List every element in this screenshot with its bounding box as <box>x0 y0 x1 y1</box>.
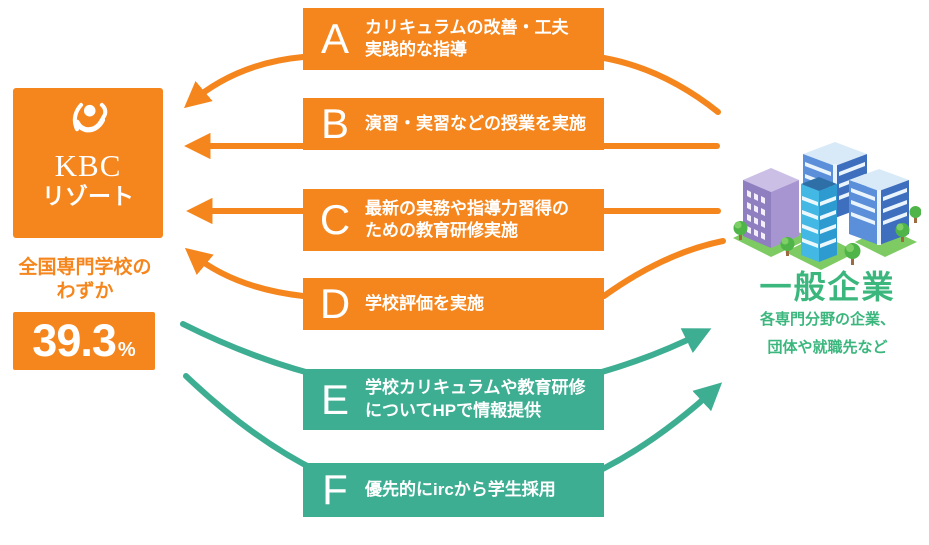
item-letter-b: B <box>320 100 349 147</box>
kbc-name-jp: リゾート <box>42 183 134 209</box>
item-text-c-line1: 最新の実務や指導力習得の <box>365 198 569 218</box>
kbc-name-en: KBC <box>54 148 122 183</box>
kbc-logo-icon <box>72 102 108 133</box>
item-text-e: 学校カリキュラムや教育研修 についてHPで情報提供 <box>365 377 586 422</box>
item-text-c: 最新の実務や指導力習得の ための教育研修実施 <box>365 198 569 243</box>
item-text-a-line1: カリキュラムの改善・工夫 <box>365 17 569 37</box>
stat-unit: % <box>117 339 136 361</box>
company-illustration <box>731 140 922 272</box>
stat-caption-line2: わずか <box>56 280 114 302</box>
stat-value: 39.3 <box>32 315 117 366</box>
item-text-a-line2: 実践的な指導 <box>365 40 467 59</box>
stat-badge: 39.3 % <box>13 312 155 370</box>
item-box-e: E 学校カリキュラムや教育研修 についてHPで情報提供 <box>303 369 604 430</box>
item-text-d: 学校評価を実施 <box>365 293 484 315</box>
item-letter-f: F <box>322 466 348 513</box>
company-subtitle: 各専門分野の企業、 団体や就職先など <box>725 306 929 362</box>
item-box-d: D 学校評価を実施 <box>303 278 604 330</box>
kbc-school-card: KBC リゾート <box>13 88 163 238</box>
item-letter-d: D <box>319 280 351 327</box>
item-box-b: B 演習・実習などの授業を実施 <box>303 98 604 150</box>
company-subtitle-line2: 団体や就職先など <box>767 338 888 356</box>
company-title: 一般企業 <box>759 269 896 305</box>
stat-caption-line1: 全国専門学校の <box>18 257 152 278</box>
item-box-f: F 優先的にircから学生採用 <box>303 463 604 517</box>
item-letter-c: C <box>319 196 351 243</box>
company-subtitle-line1: 各専門分野の企業、 <box>759 311 895 328</box>
item-letter-a: A <box>320 15 349 62</box>
item-text-a: カリキュラムの改善・工夫 実践的な指導 <box>365 17 569 62</box>
isometric-office-buildings-icon <box>733 142 922 270</box>
item-text-b: 演習・実習などの授業を実施 <box>365 113 586 135</box>
item-text-e-line1: 学校カリキュラムや教育研修 <box>365 378 586 398</box>
item-letter-e: E <box>320 375 349 423</box>
tree-icons <box>733 206 922 265</box>
item-text-e-line2: についてHPで情報提供 <box>365 400 542 420</box>
item-text-f-line1: 優先的にircから学生採用 <box>365 479 556 499</box>
item-box-c: C 最新の実務や指導力習得の ための教育研修実施 <box>303 189 604 251</box>
item-text-f: 優先的にircから学生採用 <box>365 479 556 501</box>
stat-caption: 全国専門学校の わずか <box>0 256 170 304</box>
item-box-a: A カリキュラムの改善・工夫 実践的な指導 <box>303 8 604 70</box>
item-text-b-line1: 演習・実習などの授業を実施 <box>365 113 586 133</box>
item-text-d-line1: 学校評価を実施 <box>365 293 484 313</box>
item-text-c-line2: ための教育研修実施 <box>365 221 518 240</box>
